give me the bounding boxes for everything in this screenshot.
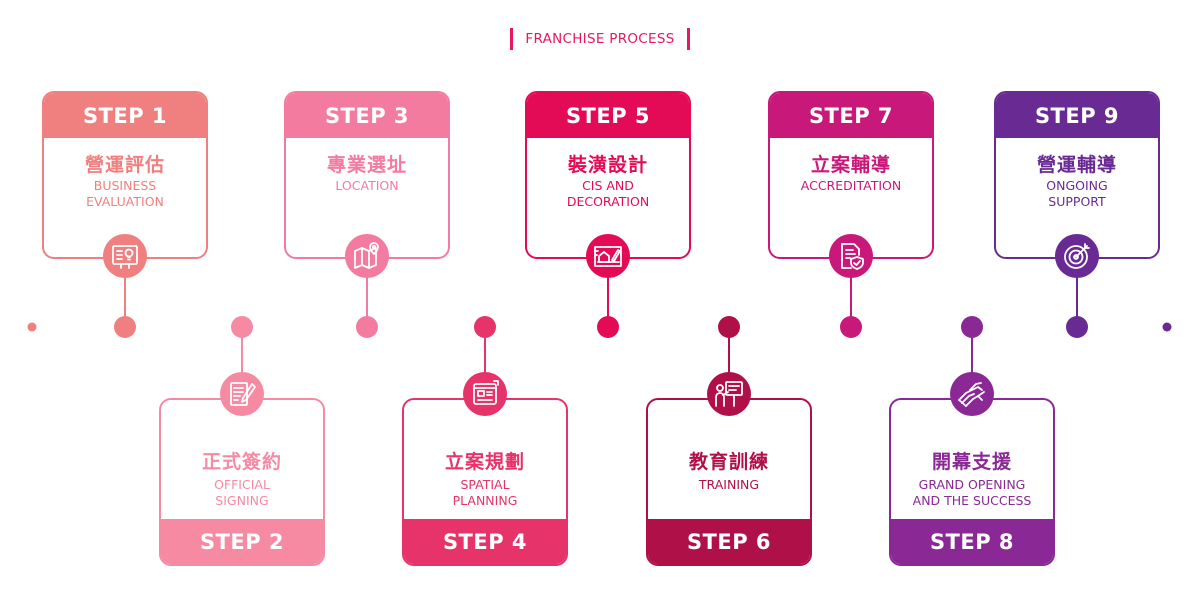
target-icon	[1055, 234, 1099, 278]
step-card-7: STEP 7 立案輔導 ACCREDITATION	[768, 91, 934, 259]
step-title-zh: 開幕支援	[931, 451, 1012, 473]
contract-pen-icon	[220, 372, 264, 416]
step-title-zh: 營運評估	[84, 154, 165, 176]
map-pin-icon	[345, 234, 389, 278]
step-title-en: CIS AND DECORATION	[566, 178, 650, 209]
step-title-zh: 正式簽約	[201, 451, 282, 473]
step-card-8: STEP 8 開幕支援 GRAND OPENING AND THE SUCCESS	[889, 398, 1055, 566]
step-title-en: LOCATION	[335, 178, 399, 193]
timeline-node-step-4	[474, 316, 496, 338]
title-bar-right	[686, 28, 690, 50]
timeline-end-dot	[1162, 322, 1172, 332]
step-title-en: TRAINING	[698, 477, 760, 492]
timeline-node-step-8	[961, 316, 983, 338]
step-title-en: OFFICIAL SIGNING	[214, 477, 270, 508]
page-title: FRANCHISE PROCESS	[525, 31, 675, 47]
title-area: FRANCHISE PROCESS	[0, 28, 1200, 50]
step-title-zh: 營運輔導	[1036, 154, 1117, 176]
title-bar-left	[510, 28, 514, 50]
step-label: STEP 7	[770, 93, 932, 138]
step-card-6: STEP 6 教育訓練 TRAINING	[646, 398, 812, 566]
step-label: STEP 6	[648, 519, 810, 564]
presentation-icon	[707, 372, 751, 416]
handshake-icon	[950, 372, 994, 416]
timeline-node-step-2	[231, 316, 253, 338]
step-title-zh: 立案規劃	[444, 451, 525, 473]
timeline-node-step-5	[597, 316, 619, 338]
blueprint-icon	[463, 372, 507, 416]
timeline-node-step-3	[356, 316, 378, 338]
timeline-node-step-6	[718, 316, 740, 338]
step-label: STEP 9	[996, 93, 1158, 138]
step-label: STEP 2	[161, 519, 323, 564]
step-title-en: ONGOING SUPPORT	[1046, 178, 1108, 209]
step-card-4: STEP 4 立案規劃 SPATIAL PLANNING	[402, 398, 568, 566]
step-title-en: SPATIAL PLANNING	[452, 477, 518, 508]
step-title-en: GRAND OPENING AND THE SUCCESS	[912, 477, 1032, 508]
step-label: STEP 4	[404, 519, 566, 564]
timeline-node-step-1	[114, 316, 136, 338]
step-title-en: ACCREDITATION	[800, 178, 902, 193]
step-title-zh: 專業選址	[326, 154, 407, 176]
step-title-zh: 教育訓練	[688, 451, 769, 473]
document-shield-icon	[829, 234, 873, 278]
lightbulb-board-icon	[103, 234, 147, 278]
step-card-2: STEP 2 正式簽約 OFFICIAL SIGNING	[159, 398, 325, 566]
step-title-zh: 立案輔導	[810, 154, 891, 176]
step-label: STEP 3	[286, 93, 448, 138]
house-design-icon	[586, 234, 630, 278]
step-label: STEP 5	[527, 93, 689, 138]
step-title-en: BUSINESS EVALUATION	[86, 178, 164, 209]
step-card-3: STEP 3 專業選址 LOCATION	[284, 91, 450, 259]
timeline-node-step-9	[1066, 316, 1088, 338]
step-label: STEP 8	[891, 519, 1053, 564]
step-title-zh: 裝潢設計	[567, 154, 648, 176]
step-label: STEP 1	[44, 93, 206, 138]
timeline-node-step-7	[840, 316, 862, 338]
timeline-start-dot	[27, 322, 37, 332]
